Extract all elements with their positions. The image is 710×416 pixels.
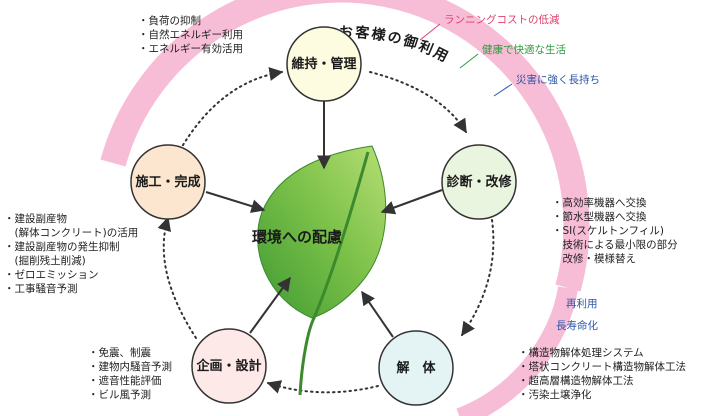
- flag-reuse: 再利用: [566, 298, 598, 310]
- note-item: ・建物内騒音予測: [88, 361, 172, 373]
- node-label-construction: 施工・完成: [135, 174, 200, 190]
- node-planning: 企画・設計: [191, 328, 267, 404]
- note-item: (掘削残土削減): [4, 255, 86, 267]
- leaf-icon: [257, 145, 387, 396]
- benefit-line-1: [419, 23, 441, 41]
- benefit-disaster-resistant: 災害に強く長持ち: [516, 74, 600, 86]
- arrow-demolition-to-center: [361, 290, 394, 338]
- note-item: ・高効率機器へ交換: [552, 197, 647, 209]
- note-item: ・塔状コンクリート構造物解体工法: [518, 361, 686, 373]
- cycle-arrow-planning-to-construction: [157, 216, 197, 339]
- note-item: ・SI(スケルトンフィル): [552, 225, 664, 237]
- cycle-arrow-diagnosis-to-demolition: [461, 219, 495, 337]
- node-maintenance: 維持・管理: [286, 26, 362, 102]
- arrow-construction-to-center: [205, 191, 266, 213]
- arrow-planning-to-center: [249, 276, 291, 334]
- benefit-line-3: [493, 83, 513, 97]
- customer-use-arc-tail: [456, 286, 578, 416]
- cycle-arrow-construction-to-maintenance: [179, 67, 284, 151]
- note-item: 技術による最小限の部分: [552, 239, 678, 251]
- note-item: ・構造物解体処理システム: [518, 347, 644, 359]
- benefit-line-2: [459, 53, 479, 69]
- arrow-diagnosis-to-center: [380, 189, 443, 215]
- note-item: ・ゼロエミッション: [4, 269, 99, 281]
- cycle-arrow-demolition-to-planning: [266, 380, 379, 394]
- customer-use-arc: [100, 0, 590, 292]
- notes-construction: ・建設副産物 (解体コンクリート)の活用 ・建設副産物の発生抑制 (掘削残土削減…: [4, 212, 138, 296]
- notes-planning: ・免震、制震 ・建物内騒音予測 ・遮音性能評価 ・ビル風予測: [88, 346, 172, 402]
- node-label-demolition: 解 体: [395, 360, 436, 376]
- note-item: 改修・模様替え: [552, 253, 636, 265]
- note-item: ・自然エネルギー利用: [138, 29, 243, 41]
- note-item: ・エネルギー有効活用: [138, 43, 243, 55]
- node-label-maintenance: 維持・管理: [291, 56, 356, 72]
- note-item: ・建設副産物: [4, 213, 67, 225]
- note-item: ・遮音性能評価: [88, 375, 162, 387]
- note-item: ・負荷の抑制: [138, 15, 201, 27]
- notes-demolition: ・構造物解体処理システム ・塔状コンクリート構造物解体工法 ・超高層構造物解体工…: [518, 346, 686, 402]
- node-label-diagnosis: 診断・改修: [446, 174, 512, 190]
- benefit-healthy-life: 健康で快適な生活: [482, 44, 566, 56]
- note-item: ・免震、制震: [88, 347, 151, 359]
- notes-maintenance: ・負荷の抑制 ・自然エネルギー利用 ・エネルギー有効活用: [138, 14, 243, 56]
- notes-diagnosis: ・高効率機器へ交換 ・節水型機器へ交換 ・SI(スケルトンフィル) 技術による最…: [552, 196, 678, 266]
- note-item: ・節水型機器へ交換: [552, 211, 647, 223]
- node-diagnosis: 診断・改修: [441, 144, 517, 220]
- benefit-running-cost: ランニングコストの低減: [444, 14, 560, 26]
- note-item: ・ビル風予測: [88, 389, 151, 401]
- node-demolition: 解 体: [378, 330, 454, 406]
- node-label-planning: 企画・設計: [195, 358, 261, 374]
- note-item: ・工事騒音予測: [4, 283, 78, 295]
- note-item: ・建設副産物の発生抑制: [4, 241, 120, 253]
- cycle-arrow-maintenance-to-diagnosis: [369, 71, 467, 134]
- note-item: (解体コンクリート)の活用: [4, 227, 139, 239]
- note-item: ・超高層構造物解体工法: [518, 375, 634, 387]
- center-label: 環境への配慮: [252, 228, 342, 246]
- note-item: ・汚染土壌浄化: [518, 389, 592, 401]
- node-construction: 施工・完成: [130, 144, 206, 220]
- flag-longevity: 長寿命化: [556, 320, 598, 332]
